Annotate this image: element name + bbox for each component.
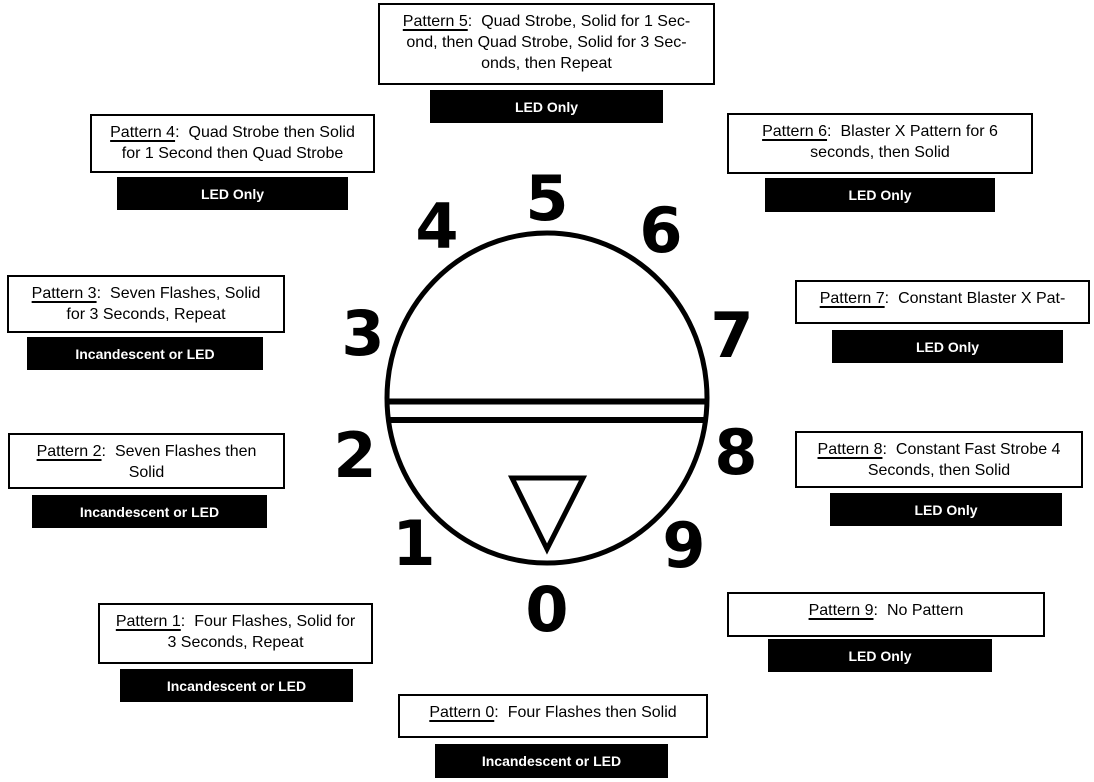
pattern-5-desc: Quad Strobe, Solid for 1 Sec-: [481, 13, 691, 30]
pattern-0-bulb-label: Incandescent or LED: [481, 753, 622, 769]
pattern-2-label: Pattern 2: [36, 443, 102, 460]
pattern-0-desc: Four Flashes then Solid: [507, 704, 677, 721]
pattern-1-bulb-label: Incandescent or LED: [166, 677, 307, 694]
pattern-2-colon: :: [101, 443, 106, 460]
pattern-3-label: Pattern 3: [31, 285, 97, 302]
pattern-7-bulb-label: LED Only: [915, 338, 979, 355]
pattern-1-label: Pattern 1: [115, 613, 181, 630]
pattern-6-colon: :: [827, 123, 832, 140]
pattern-8-desc: Constant Fast Strobe 4: [895, 441, 1061, 458]
pattern-4-bulb-label: LED Only: [200, 185, 264, 202]
dial-number-9: 9: [662, 509, 706, 582]
pattern-0-colon: :: [494, 704, 499, 721]
pattern-4-label: Pattern 4: [110, 124, 176, 141]
pattern-8-bulb-bar: LED Only: [830, 493, 1062, 526]
pattern-3-box: Pattern 3: Seven Flashes, Solid for 3 Sec…: [7, 275, 285, 333]
pattern-6-line-1: Pattern 6: Blaster X Pattern for 6: [729, 121, 1031, 142]
pattern-8-label: Pattern 8: [817, 441, 883, 458]
pattern-6-desc: Blaster X Pattern for 6: [840, 123, 998, 140]
pattern-2-bulb-bar: Incandescent or LED: [32, 495, 267, 528]
pattern-4-desc: Quad Strobe then Solid: [188, 124, 355, 141]
pattern-5-line-3: onds, then Repeat: [481, 55, 612, 72]
pattern-3-bulb-bar: Incandescent or LED: [27, 337, 263, 370]
dial-number-1: 1: [392, 507, 436, 580]
pattern-0-bulb-bar: Incandescent or LED: [435, 744, 668, 778]
pattern-6-bulb-bar: LED Only: [765, 178, 995, 212]
pattern-5-label: Pattern 5: [402, 13, 468, 30]
pattern-3-bulb-label: Incandescent or LED: [75, 345, 215, 362]
pattern-4-box: Pattern 4: Quad Strobe then Solid for 1 S…: [90, 114, 375, 173]
pattern-8-line-1: Pattern 8: Constant Fast Strobe 4: [797, 439, 1081, 460]
pattern-5-bulb-label: LED Only: [514, 98, 578, 115]
pattern-4-bulb-bar: LED Only: [117, 177, 348, 210]
pattern-2-box: Pattern 2: Seven Flashes then Solid: [8, 433, 285, 489]
pattern-3-desc: Seven Flashes, Solid: [110, 285, 261, 302]
pattern-9-bulb-bar: LED Only: [768, 639, 992, 672]
pattern-2-line-1: Pattern 2: Seven Flashes then: [10, 441, 283, 462]
pattern-0-line-1: Pattern 0: Four Flashes then Solid: [400, 702, 706, 723]
pattern-5-box: Pattern 5:Quad Strobe, Solid for 1 Sec- …: [378, 3, 715, 85]
pattern-8-bulb-label: LED Only: [914, 501, 978, 518]
pattern-2-bulb-label: Incandescent or LED: [79, 503, 220, 520]
pattern-1-line-2: 3 Seconds, Repeat: [167, 634, 304, 651]
dial-number-4: 4: [415, 190, 459, 263]
pattern-5-colon: :: [467, 13, 473, 30]
dial-number-5: 5: [525, 162, 569, 235]
pattern-4-colon: :: [175, 124, 180, 141]
pattern-9-desc: No Pattern: [886, 602, 964, 619]
pattern-1-line-1: Pattern 1: Four Flashes, Solid for: [100, 611, 371, 632]
pattern-8-line-2: Seconds, then Solid: [867, 462, 1011, 479]
pattern-0-label: Pattern 0: [429, 704, 495, 721]
pattern-6-label: Pattern 6: [762, 123, 828, 140]
pattern-1-colon: :: [180, 613, 186, 630]
pattern-7-colon: :: [884, 290, 890, 307]
dial-number-2: 2: [333, 419, 377, 492]
pattern-5-line-2: ond, then Quad Strobe, Solid for 3 Sec-: [406, 34, 687, 51]
dial-number-7: 7: [710, 299, 754, 372]
pattern-2-desc: Seven Flashes then: [114, 443, 257, 460]
pattern-7-bulb-bar: LED Only: [832, 330, 1063, 363]
pattern-5-line-1: Pattern 5: Quad Strobe, Solid for 1 Sec-: [380, 11, 713, 32]
pattern-1-desc: Four Flashes, Solid for: [194, 613, 356, 630]
pattern-7-label: Pattern 7: [819, 290, 885, 307]
pattern-9-colon: :: [873, 602, 878, 619]
pattern-3-colon: :: [96, 285, 102, 302]
pattern-9-line-1: Pattern 9: No Pattern: [729, 600, 1043, 621]
pattern-6-box: Pattern 6: Blaster X Pattern for 6 second…: [727, 113, 1033, 174]
pattern-1-bulb-bar: Incandescent or LED: [120, 669, 353, 702]
pattern-9-box: Pattern 9: No Pattern: [727, 592, 1045, 637]
pattern-7-desc: Constant Blaster X Pat-: [898, 290, 1066, 307]
dial-number-8: 8: [714, 416, 758, 489]
dial-number-0: 0: [525, 573, 569, 646]
pattern-4-line-2: for 1 Second then Quad Strobe: [121, 145, 344, 162]
pattern-6-line-2: seconds, then Solid: [810, 144, 950, 161]
pattern-0-box: Pattern 0: Four Flashes then Solid: [398, 694, 708, 738]
dial-circle: [384, 230, 710, 566]
pattern-3-line-2: for 3 Seconds, Repeat: [66, 306, 226, 323]
pattern-8-box: Pattern 8: Constant Fast Strobe 4 Seconds…: [795, 431, 1083, 488]
pattern-5-bulb-bar: LED Only: [430, 90, 663, 123]
triangle-down-icon: [507, 475, 588, 555]
pattern-9-label: Pattern 9: [808, 602, 874, 619]
pattern-8-colon: :: [882, 441, 887, 458]
pattern-6-bulb-label: LED Only: [848, 187, 912, 203]
dial-number-3: 3: [341, 297, 385, 370]
pattern-1-box: Pattern 1: Four Flashes, Solid for 3 Seco…: [98, 603, 373, 664]
pattern-9-bulb-label: LED Only: [848, 647, 912, 664]
pattern-3-line-1: Pattern 3: Seven Flashes, Solid: [9, 283, 283, 304]
pattern-7-line-1: Pattern 7: Constant Blaster X Pat-: [797, 288, 1088, 309]
pattern-7-box: Pattern 7: Constant Blaster X Pat-: [795, 280, 1090, 324]
dial-number-6: 6: [639, 194, 683, 267]
pattern-4-line-1: Pattern 4: Quad Strobe then Solid: [92, 122, 373, 143]
pattern-2-line-2: Solid: [128, 464, 165, 481]
